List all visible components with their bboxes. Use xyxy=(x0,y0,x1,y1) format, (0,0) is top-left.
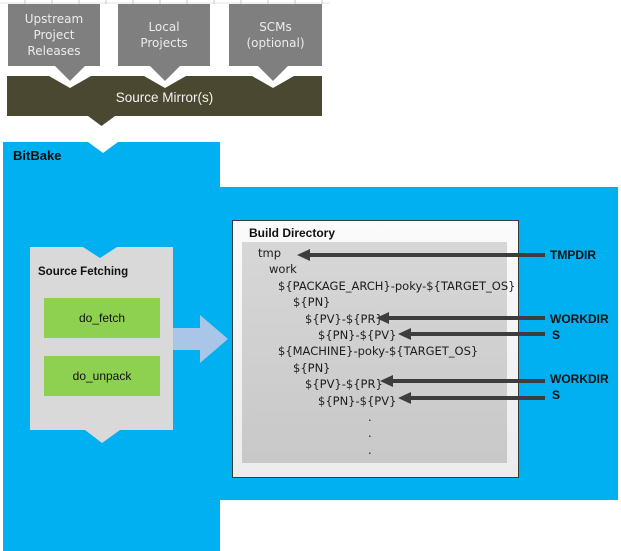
tree-line-dot-1: . xyxy=(368,409,372,424)
tree-line-tmp: tmp xyxy=(258,246,282,260)
tree-line-pn-pv: ${PN}-${PV} xyxy=(318,327,397,342)
upstream-project-releases-box: Upstream Project Releases xyxy=(8,4,100,66)
tree-line-package-arch: ${PACKAGE_ARCH}-poky-${TARGET_OS} xyxy=(278,278,516,293)
upstream-tail-icon xyxy=(55,66,85,81)
tree-line-pn-2: ${PN} xyxy=(293,360,331,375)
source-mirrors-label: Source Mirror(s) xyxy=(115,90,214,105)
source-fetching-label: Source Fetching xyxy=(38,266,129,278)
build-directory-title: Build Directory xyxy=(249,226,336,240)
s-label-1: S xyxy=(552,328,561,342)
upstream-project-releases-label: Upstream Project Releases xyxy=(24,12,84,58)
source-fetching-box xyxy=(30,247,173,443)
do-fetch-task-box: do_fetch xyxy=(44,298,160,338)
s-label-2: S xyxy=(552,388,561,402)
directory-tree: tmp work ${PACKAGE_ARCH}-poky-${TARGET_O… xyxy=(242,245,516,458)
source-mirrors-bar: Source Mirror(s) xyxy=(7,76,322,126)
tree-line-dot-3: . xyxy=(368,442,372,457)
directory-tree-panel xyxy=(242,242,507,463)
tree-line-pn: ${PN} xyxy=(293,295,331,310)
bitbake-label: BitBake xyxy=(13,148,62,163)
tmpdir-label: TMPDIR xyxy=(550,248,596,262)
tree-line-machine: ${MACHINE}-poky-${TARGET_OS} xyxy=(278,344,479,359)
tree-line-work: work xyxy=(269,262,297,277)
tree-line-pn-pv-2: ${PN}-${PV} xyxy=(318,393,397,408)
local-projects-tail-icon xyxy=(150,66,180,81)
tree-line-pv-pr-2: ${PV}-${PR} xyxy=(305,377,383,392)
do-fetch-label: do_fetch xyxy=(78,311,126,325)
scms-tail-icon xyxy=(258,66,288,81)
workdir-label-1: WORKDIR xyxy=(550,312,609,326)
local-projects-label: Local Projects xyxy=(140,20,188,50)
local-projects-box: Local Projects xyxy=(118,4,210,66)
scms-optional-label: SCMs (optional) xyxy=(246,20,305,50)
do-unpack-task-box: do_unpack xyxy=(44,356,160,396)
tree-line-dot-2: . xyxy=(368,426,372,441)
do-unpack-label: do_unpack xyxy=(72,369,132,383)
tree-line-pv-pr: ${PV}-${PR} xyxy=(305,311,383,326)
workdir-label-2: WORKDIR xyxy=(550,372,609,386)
scms-optional-box: SCMs (optional) xyxy=(229,4,322,66)
